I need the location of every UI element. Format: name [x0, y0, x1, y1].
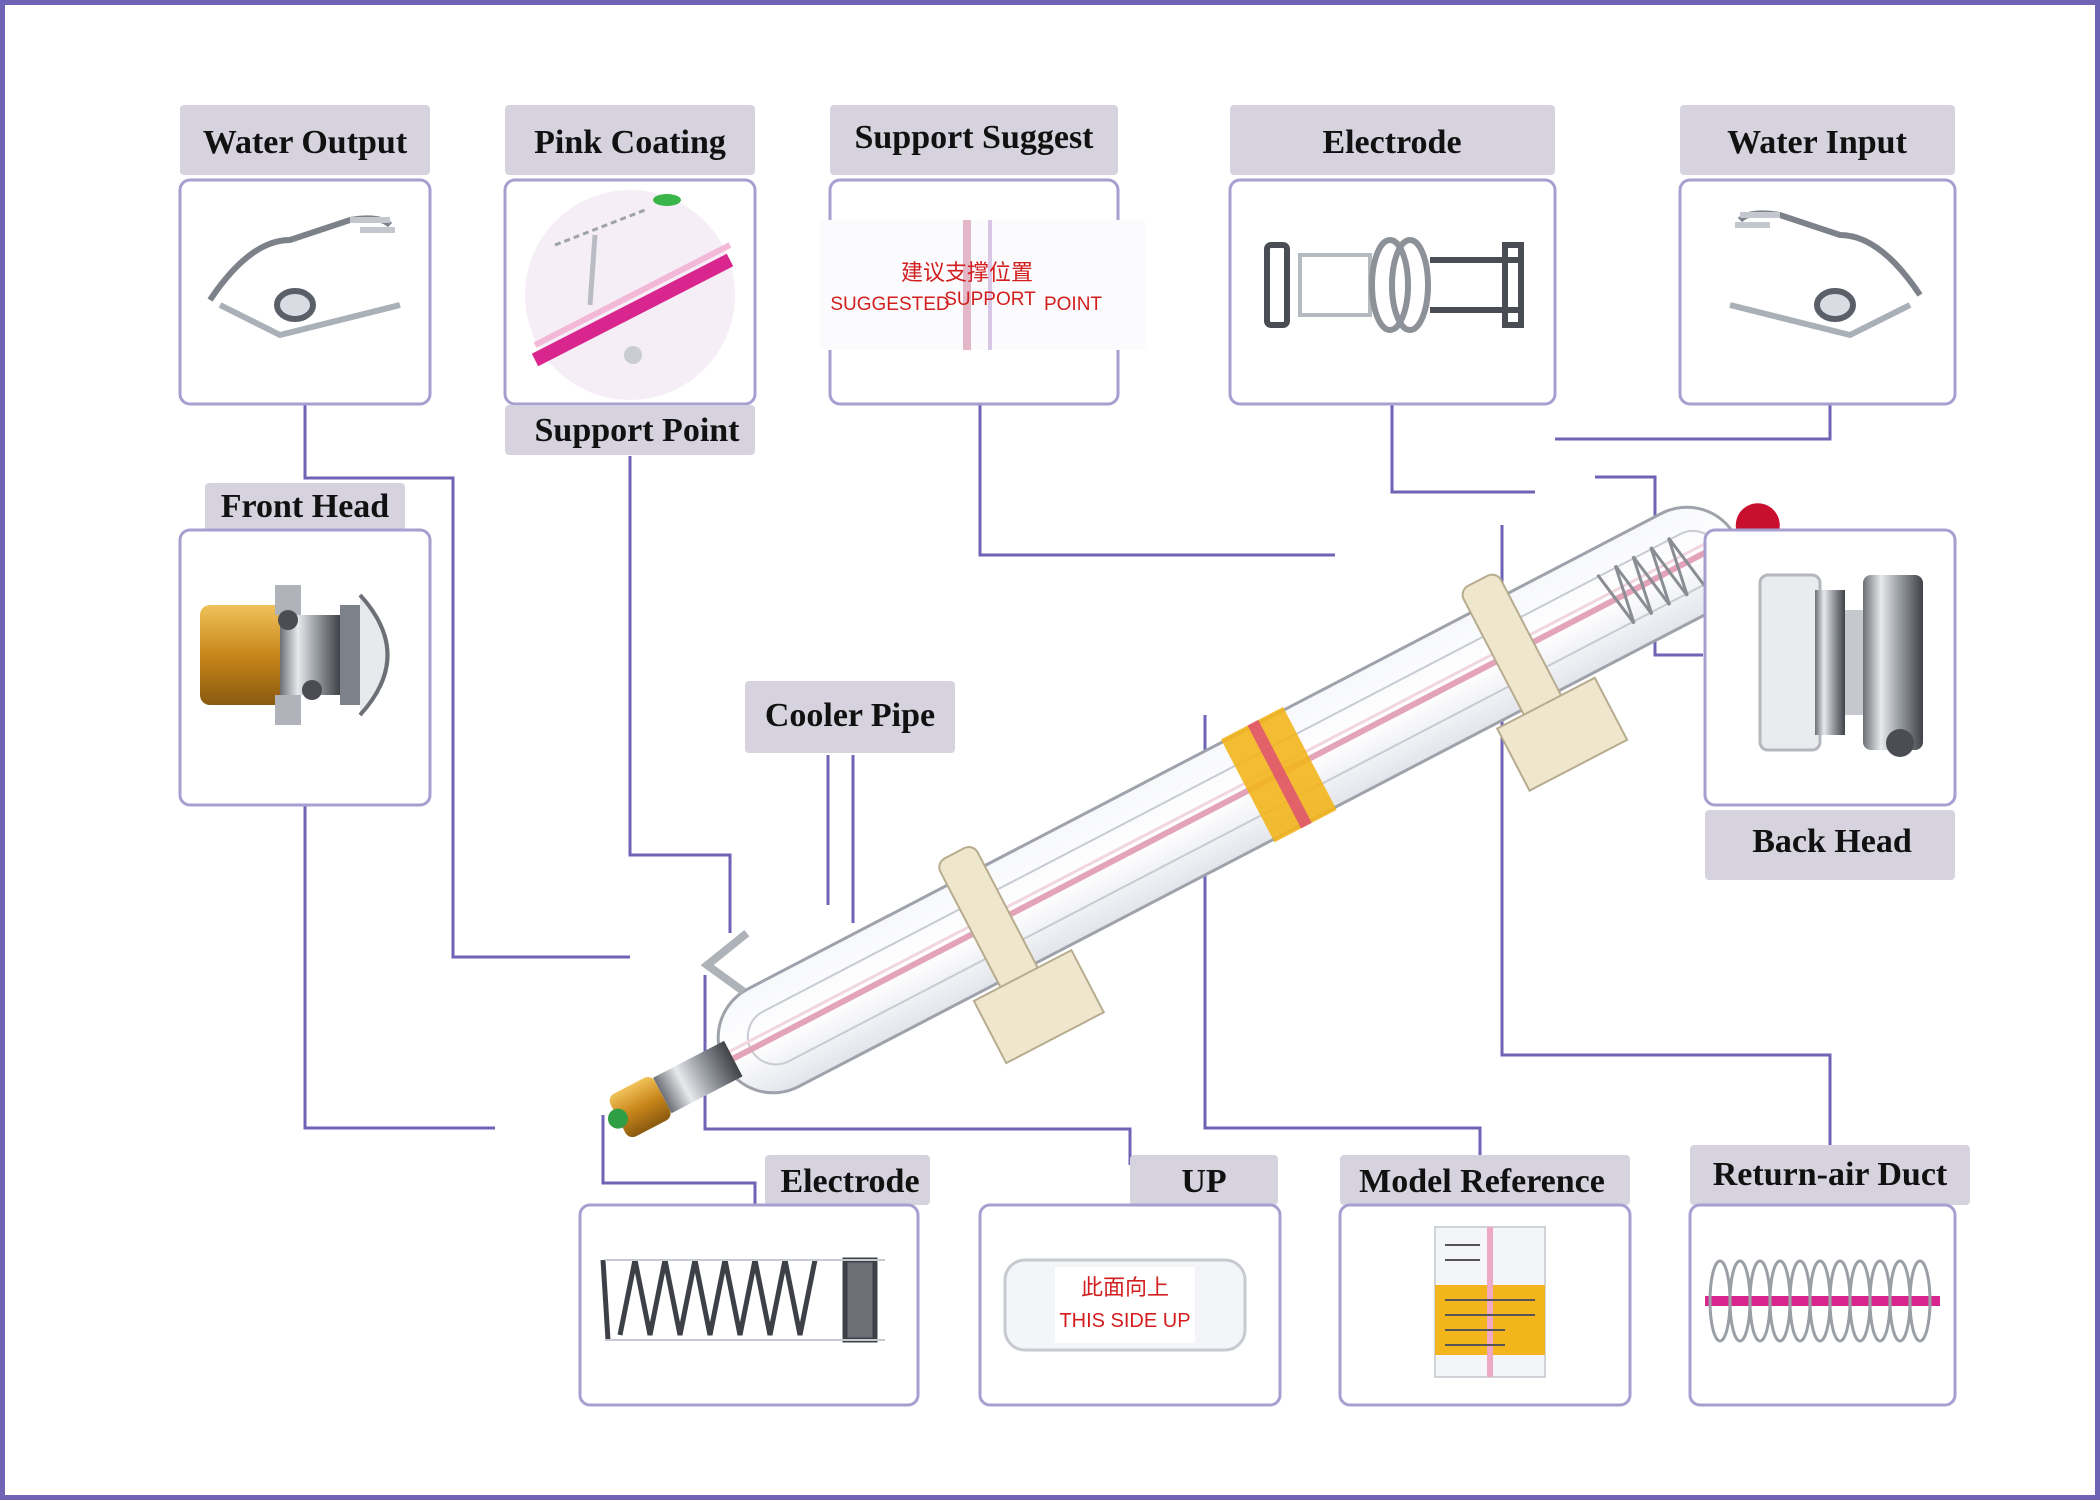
up-sticker-icon: 此面向上 THIS SIDE UP	[1003, 1258, 1247, 1352]
water-output-callout: Water Output	[178, 105, 432, 406]
support-sticker-cn: 建议支撑位置	[901, 260, 1033, 285]
electrode-tube-icon	[1264, 237, 1524, 333]
pink-coating-callout: Pink Coating	[503, 105, 757, 406]
support-sticker-en-3: POINT	[1044, 294, 1102, 315]
model-reference-label: Model Reference	[1359, 1163, 1605, 1200]
cooler-pipe-label: Cooler Pipe	[765, 697, 935, 734]
laser-tube-icon	[607, 503, 1780, 1138]
water-input-callout: Water Input	[1678, 105, 1957, 406]
support-point-label-box	[505, 405, 755, 455]
electrode-top-label: Electrode	[1322, 124, 1461, 161]
front-head-label: Front Head	[221, 488, 390, 525]
return-air-duct-label: Return-air Duct	[1713, 1156, 1948, 1193]
pink-coating-detail-icon	[525, 190, 735, 400]
support-sticker-en-2: SUPPORT	[944, 289, 1036, 310]
return-air-coil-icon	[1705, 1259, 1940, 1343]
up-sticker-en: THIS SIDE UP	[1059, 1310, 1190, 1332]
support-suggest-label: Support Suggest	[854, 119, 1094, 156]
model-label-icon	[1434, 1226, 1546, 1378]
electrode-bottom-label: Electrode	[780, 1163, 919, 1200]
spring-electrode-icon	[600, 1257, 885, 1343]
up-callout: UP 此面向上 THIS SIDE UP	[978, 1155, 1282, 1407]
pink-coating-label: Pink Coating	[534, 124, 726, 161]
back-head-label: Back Head	[1752, 823, 1912, 860]
support-point-label: Support Point	[535, 412, 741, 449]
front-head-icon	[200, 585, 390, 725]
water-nozzle-icon	[207, 215, 401, 339]
up-label: UP	[1181, 1163, 1226, 1200]
water-nozzle-icon	[1729, 210, 1923, 339]
support-suggest-callout: Support Suggest 建议支撑位置 SUGGESTED SUPPORT…	[820, 105, 1145, 406]
back-head-callout: Back Head	[1703, 528, 1957, 880]
support-sticker-icon: 建议支撑位置 SUGGESTED SUPPORT POINT	[820, 220, 1145, 350]
front-head-callout: Front Head	[178, 483, 432, 807]
water-output-label-box	[180, 105, 430, 175]
model-reference-callout: Model Reference	[1338, 1155, 1632, 1407]
water-output-label: Water Output	[203, 124, 408, 161]
electrode-bottom-callout: Electrode	[578, 1155, 930, 1407]
connector-lines	[303, 403, 1832, 1205]
return-air-duct-callout: Return-air Duct	[1688, 1145, 1970, 1407]
electrode-top-callout: Electrode	[1228, 105, 1557, 406]
support-sticker-en-1: SUGGESTED	[830, 294, 949, 315]
cooler-pipe-label-box	[745, 681, 955, 753]
water-input-label: Water Input	[1727, 124, 1907, 161]
back-head-icon	[1758, 573, 1923, 757]
laser-tube-diagram: Water Output Pink Coating Support Point …	[178, 105, 1970, 1407]
up-sticker-cn: 此面向上	[1081, 1275, 1169, 1300]
